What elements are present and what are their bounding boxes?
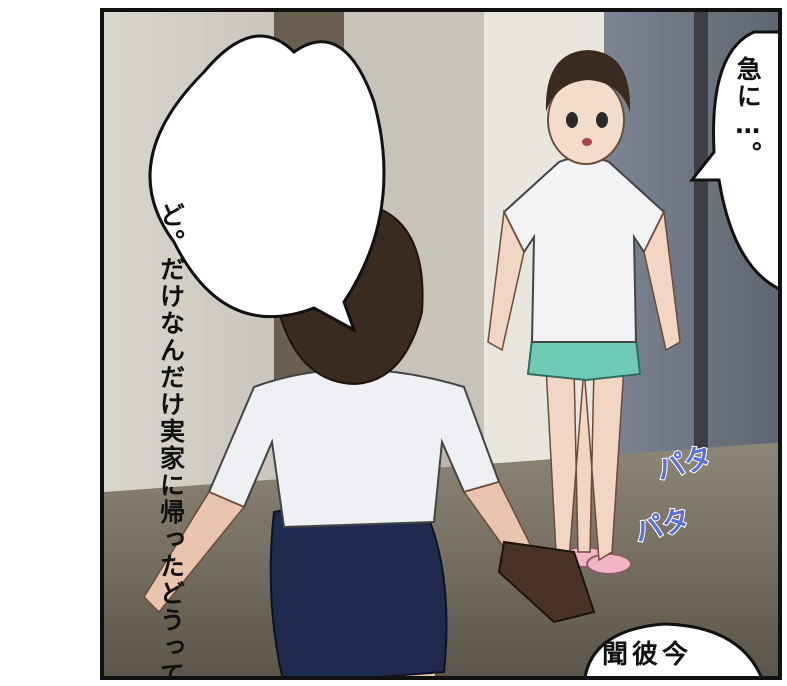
- white-blouse: [207, 368, 501, 529]
- speech-line-4: ど。: [156, 202, 186, 256]
- navy-skirt: [269, 502, 448, 676]
- speech-line-1: どうって…: [156, 580, 186, 680]
- handbag: [497, 540, 596, 624]
- speech-text-bottom: 聞彼今: [602, 640, 693, 670]
- panel-artwork: [104, 12, 778, 676]
- speech-balloon-bottom: [583, 622, 763, 676]
- speech-text-right: 急に…。: [733, 56, 763, 168]
- comic-panel: ど。だけなんだけ実家に帰ったどうって… 急に…。 聞彼今 パタ パタ: [100, 8, 782, 680]
- left-arm: [143, 491, 246, 614]
- girl-hair: [545, 50, 631, 112]
- speech-line-2: 実家に帰った: [156, 418, 186, 580]
- speech-balloon-left: [148, 34, 386, 334]
- speech-text-left: ど。だけなんだけ実家に帰ったどうって…: [124, 78, 218, 676]
- slipper-right: [586, 553, 632, 575]
- girl-standing: [487, 50, 681, 575]
- speech-line-3: だけなんだけ: [156, 256, 186, 418]
- speech-balloon-right: [688, 30, 778, 291]
